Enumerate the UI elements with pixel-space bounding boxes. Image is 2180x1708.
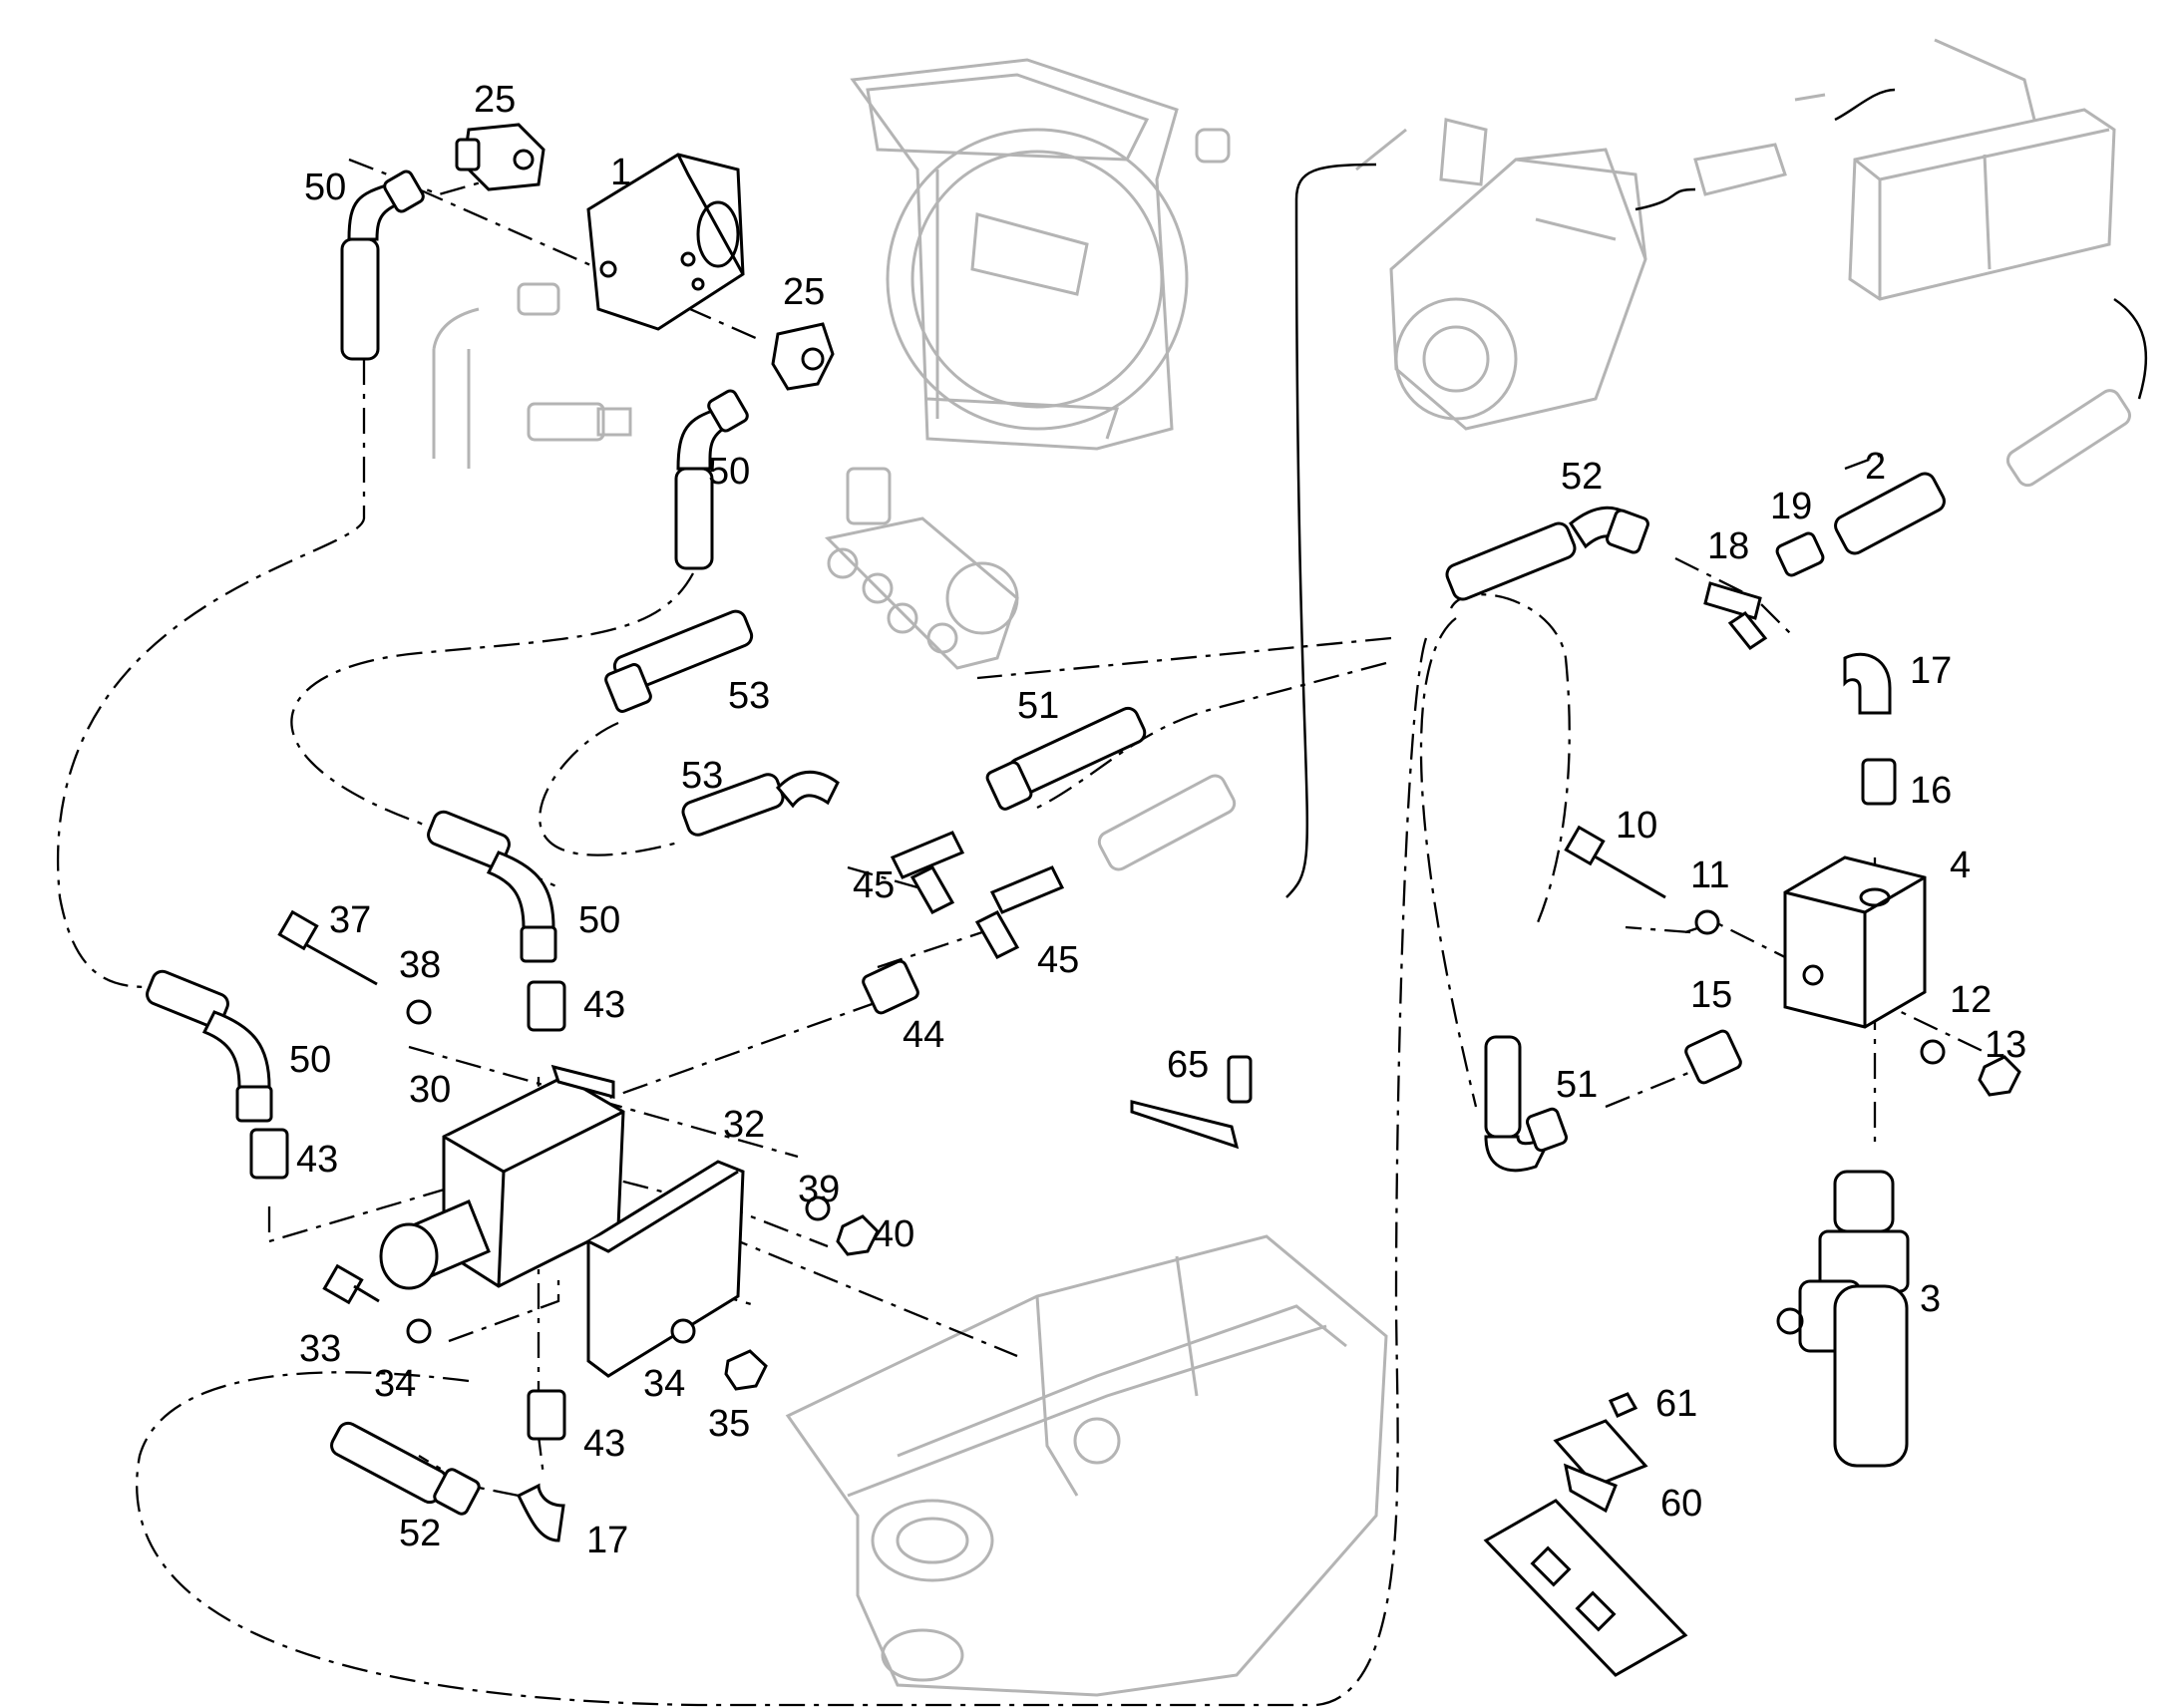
hose-52-upper-right [1445,506,1649,601]
hydraulic-pump-motor [1355,118,1647,431]
hose-50-elbow-upper [427,810,557,963]
label-30: 30 [409,1069,451,1111]
label-61: 61 [1655,1383,1697,1425]
label-33: 33 [299,1328,341,1370]
label-10: 10 [1616,805,1657,847]
tee-fitting-18 [1703,581,1768,651]
valve-block-30 [379,1064,625,1290]
ghost-hose-right [1097,389,2131,871]
label-25-top: 25 [474,79,516,121]
label-53-lower: 53 [681,755,723,797]
machine-chassis-frame [785,1234,1388,1697]
ghost-hose-and-bolt [432,282,632,469]
label-51-right: 51 [1556,1064,1598,1106]
gear-pump-group [1693,38,2116,301]
fan-frame-assembly [850,58,1231,451]
label-34-right: 34 [643,1363,685,1405]
label-13: 13 [1985,1024,2026,1066]
label-12: 12 [1950,979,1992,1021]
fasteners [277,825,2021,1391]
label-43-left: 43 [296,1139,338,1181]
label-43-upper: 43 [583,984,625,1026]
label-11: 11 [1690,854,1729,896]
hose-50-elbow-lower [146,969,273,1123]
hose-end-2 [1834,472,1946,555]
label-15: 15 [1690,974,1732,1016]
label-51-middle: 51 [1017,685,1059,727]
label-32: 32 [723,1104,765,1146]
hose-50-middle [674,389,749,570]
label-53-upper: 53 [728,675,770,717]
label-35: 35 [708,1403,750,1445]
label-52-bottom: 52 [399,1513,441,1554]
label-50-middle: 50 [708,451,750,493]
label-52-top: 52 [1561,456,1603,498]
filter-block-assembly [824,467,1019,670]
label-2: 2 [1865,446,1886,488]
label-39: 39 [798,1169,840,1210]
label-17-left: 17 [586,1520,628,1561]
label-50-lower-elbow: 50 [289,1039,331,1081]
label-44: 44 [903,1014,944,1056]
flange-adapter-25-top [455,123,545,191]
cover-plate-32 [586,1160,745,1378]
elbow-fittings-17 [516,652,1892,1542]
switch-60-and-cover-61 [1483,1392,1688,1677]
label-65: 65 [1167,1044,1209,1086]
label-43-lower: 43 [583,1423,625,1465]
gear-pump-1 [586,153,745,331]
label-16: 16 [1910,770,1952,812]
label-38: 38 [399,944,441,986]
hose-51-middle [985,706,1147,811]
label-50-top: 50 [304,167,346,208]
label-1: 1 [610,152,631,193]
bracket-65 [1130,1055,1253,1150]
label-60: 60 [1660,1483,1702,1525]
label-19: 19 [1770,486,1812,527]
hose-51-right-elbow [1484,1035,1569,1173]
straight-fittings [249,531,1897,1441]
hose-50-top-left [340,170,425,361]
label-17-right: 17 [1910,650,1952,692]
label-25-right: 25 [783,271,825,313]
hose-53-upper [604,609,754,713]
label-45-left: 45 [853,864,895,906]
flange-adapter-25-right [771,322,835,391]
label-40: 40 [873,1213,914,1255]
hose-53-lower [681,770,840,837]
label-45-right: 45 [1037,939,1079,981]
label-18: 18 [1707,525,1749,567]
label-37: 37 [329,899,371,941]
hose-routes [1285,88,2148,898]
valve-block-4 [1783,855,1927,1029]
label-4: 4 [1950,845,1971,886]
label-34-left: 34 [374,1363,416,1405]
hose-52-lower-left [330,1421,481,1516]
label-50-upper-elbow: 50 [578,899,620,941]
callout-labels: 1 2 3 4 10 11 12 13 15 16 17 17 18 19 25… [289,79,2026,1561]
cartridge-valve-3 [1776,1170,1910,1468]
label-3: 3 [1920,1278,1941,1320]
tee-fittings-45 [890,831,1065,959]
